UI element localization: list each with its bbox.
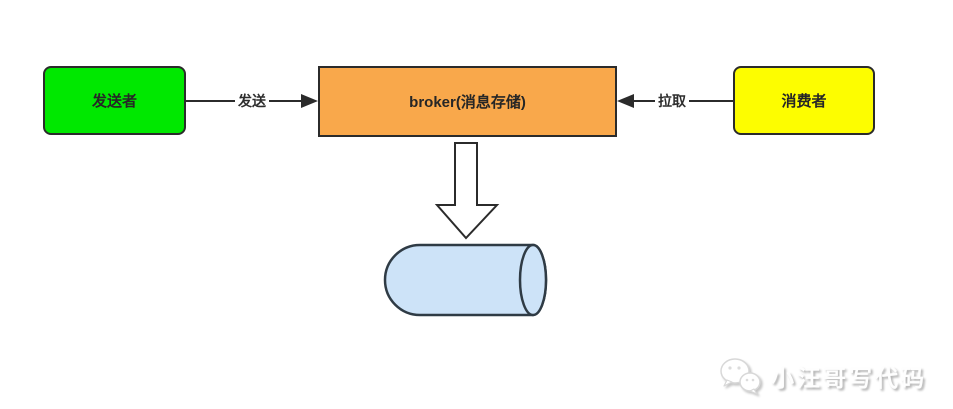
wechat-icon — [720, 358, 761, 395]
node-sender-label: 发送者 — [91, 93, 137, 110]
node-broker: broker(消息存储) — [318, 66, 617, 137]
send-edge-label: 发送 — [235, 91, 269, 111]
node-sender: 发送者 — [43, 66, 186, 135]
node-consumer: 消费者 — [733, 66, 875, 135]
hollow-down-arrow — [434, 142, 500, 240]
pull-edge-label: 拉取 — [655, 91, 689, 111]
node-broker-label: broker(消息存储) — [409, 94, 526, 111]
watermark-text: 小汪哥写代码 — [771, 365, 927, 391]
storage-cylinder-face — [518, 243, 548, 317]
send-arrowhead — [301, 94, 318, 108]
node-consumer-label: 消费者 — [781, 93, 827, 110]
pull-arrowhead — [617, 94, 634, 108]
storage-cylinder — [383, 243, 548, 317]
watermark: 小汪哥写代码 — [718, 357, 927, 395]
